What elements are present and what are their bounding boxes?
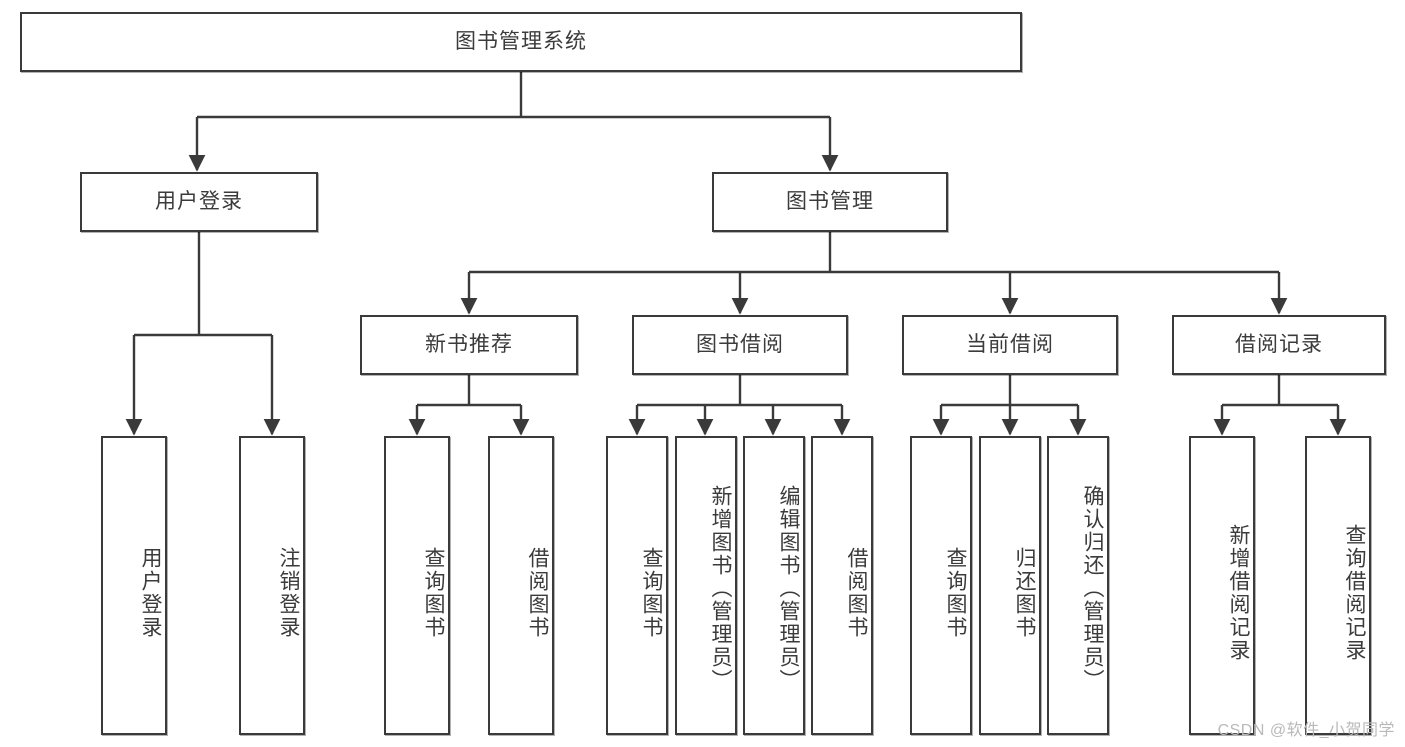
leaf-new-book-borrow-books[interactable]: 借阅图书 [488,436,554,735]
node-new-book-recommendation[interactable]: 新书推荐 [360,315,578,375]
node-borrowing-record[interactable]: 借阅记录 [1172,315,1386,375]
leaf-user-login-login[interactable]: 用户登录 [101,436,167,735]
leaf-new-book-query-books[interactable]: 查询图书 [384,436,450,735]
node-user-login[interactable]: 用户登录 [80,172,318,232]
node-book-borrowing[interactable]: 图书借阅 [632,315,848,375]
leaf-book-borrow-borrow-books[interactable]: 借阅图书 [811,436,873,735]
leaf-book-borrow-add-book-admin[interactable]: 新增图书（管理员） [675,436,737,735]
node-book-management[interactable]: 图书管理 [712,172,948,232]
leaf-borrow-record-add-record[interactable]: 新增借阅记录 [1189,436,1255,735]
leaf-book-borrow-edit-book-admin[interactable]: 编辑图书（管理员） [743,436,805,735]
node-current-borrowing[interactable]: 当前借阅 [902,315,1118,375]
leaf-borrow-record-query-record[interactable]: 查询借阅记录 [1305,436,1371,735]
leaf-current-borrow-return-books[interactable]: 归还图书 [979,436,1041,735]
leaf-user-login-logout[interactable]: 注销登录 [239,436,305,735]
node-root-book-management-system[interactable]: 图书管理系统 [20,12,1022,72]
leaf-current-borrow-confirm-return-admin[interactable]: 确认归还（管理员） [1047,436,1109,735]
leaf-current-borrow-query-books[interactable]: 查询图书 [910,436,972,735]
leaf-book-borrow-query-books[interactable]: 查询图书 [606,436,668,735]
